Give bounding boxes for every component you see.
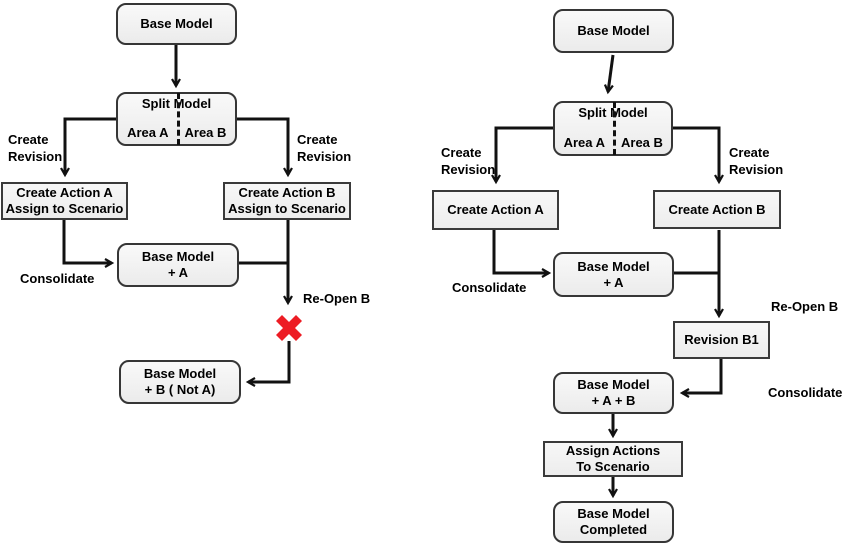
node-create-action-a-left: Create Action A Assign to Scenario <box>1 182 128 220</box>
edge-label-create-revision-left: Create Revision <box>8 132 63 164</box>
dashed-divider <box>613 102 616 155</box>
edge-label-consolidate-2: Consolidate <box>768 385 843 400</box>
node-label: Base Model <box>140 16 213 31</box>
connector-r-split-to-action-a <box>491 126 553 185</box>
node-label: Create Action A Assign to Scenario <box>5 185 124 216</box>
node-base-model-left: Base Model <box>116 3 237 45</box>
area-b-label: Area B <box>621 135 663 150</box>
node-label: Assign Actions To Scenario <box>565 443 661 474</box>
node-assign-actions-to-scenario: Assign Actions To Scenario <box>543 441 683 477</box>
node-label: Create Action B <box>668 201 766 217</box>
node-label: Base Model + A <box>577 258 650 290</box>
connector-l-split-to-action-b <box>236 117 293 178</box>
node-split-model-left: Split Model Area A Area B <box>116 92 237 146</box>
node-create-action-b-right: Create Action B <box>653 190 781 229</box>
node-base-model-plus-a-left: Base Model + A <box>117 243 239 287</box>
node-label: Base Model + A + B <box>577 377 650 408</box>
node-base-model-plus-a-b: Base Model + A + B <box>553 372 674 414</box>
node-create-action-a-right: Create Action A <box>432 190 559 230</box>
node-base-model-right: Base Model <box>553 9 674 53</box>
connector-l-split-to-action-a <box>60 117 117 178</box>
edge-label-create-revision-right: Create Revision <box>729 145 784 177</box>
edge-label-consolidate-left: Consolidate <box>20 271 95 286</box>
area-a-label: Area A <box>127 125 169 140</box>
red-x-icon <box>275 314 303 342</box>
edge-label-create-revision-left: Create Revision <box>441 145 496 177</box>
node-label: Create Action A <box>447 202 544 217</box>
dashed-divider <box>176 93 180 145</box>
connector-r-split-to-action-b <box>673 126 724 185</box>
node-label: Base Model + B ( Not A) <box>143 366 217 397</box>
node-label: Base Model <box>577 23 650 38</box>
area-b-label: Area B <box>184 125 227 140</box>
edge-label-reopen-b: Re-Open B <box>771 299 839 314</box>
connector-l-to-base-b-not-a <box>245 341 291 387</box>
node-revision-b1: Revision B1 <box>673 321 770 359</box>
edge-label-create-revision-right: Create Revision <box>297 132 352 164</box>
connector-r-action-a-to-base-a <box>492 230 552 278</box>
connector-r-revision-to-base-ab <box>679 359 723 398</box>
node-label: Base Model + A <box>141 249 215 280</box>
node-label: Create Action B Assign to Scenario <box>228 185 346 216</box>
split-model-title: Split Model <box>578 105 648 120</box>
connector-r-base-to-split <box>603 54 615 95</box>
node-label: Revision B1 <box>684 332 759 347</box>
node-base-model-plus-a-right: Base Model + A <box>553 252 674 297</box>
node-label: Base Model Completed <box>577 506 650 537</box>
edge-label-reopen-b-left: Re-Open B <box>303 291 371 306</box>
edge-label-consolidate: Consolidate <box>452 280 527 295</box>
connector-l-action-a-to-base-a <box>62 218 115 268</box>
node-base-model-completed: Base Model Completed <box>553 501 674 543</box>
node-split-model-right: Split Model Area A Area B <box>553 101 673 156</box>
node-create-action-b-left: Create Action B Assign to Scenario <box>223 182 351 220</box>
area-a-label: Area A <box>563 135 605 150</box>
node-base-model-plus-b-not-a: Base Model + B ( Not A) <box>119 360 241 404</box>
split-model-title: Split Model <box>141 96 212 111</box>
